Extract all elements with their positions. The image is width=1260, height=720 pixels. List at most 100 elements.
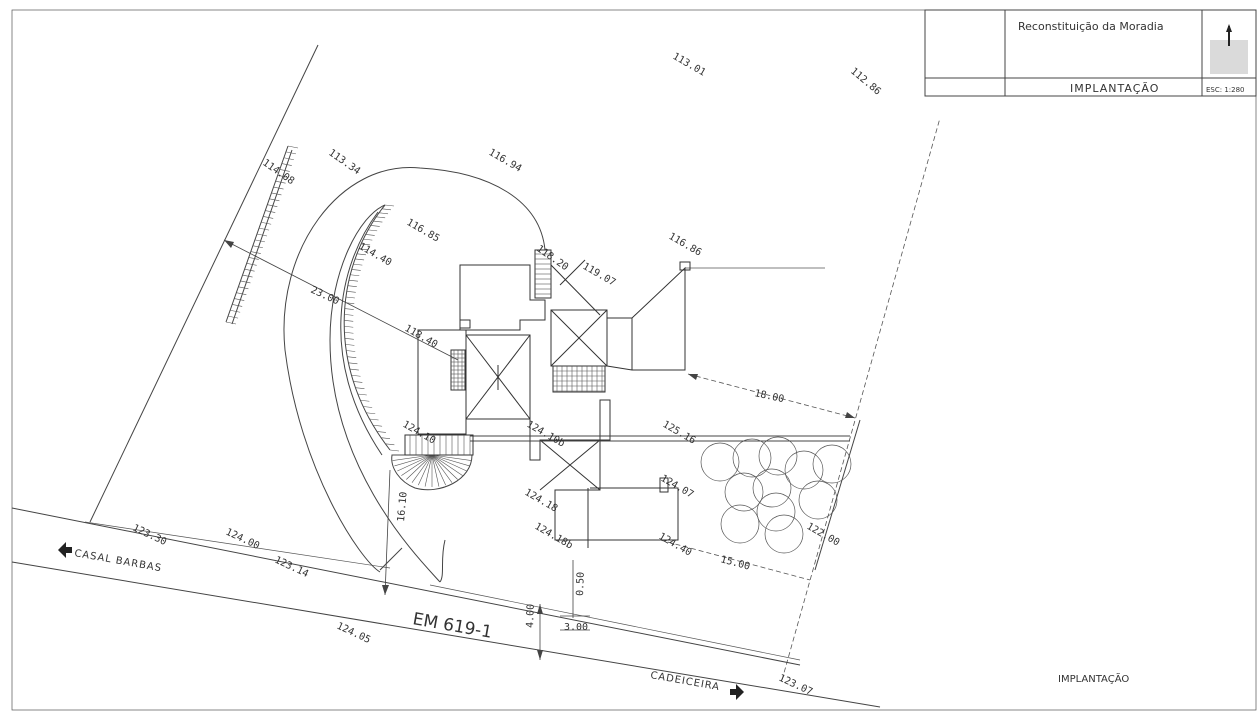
elev-label: 116.85	[405, 217, 442, 245]
wall-hatch-line	[256, 233, 268, 237]
driveway	[283, 167, 546, 583]
wall-hatch-line	[346, 350, 356, 352]
wall-hatch-line	[240, 280, 251, 284]
wall-hatch-line	[344, 308, 354, 310]
wall-hatch-line	[225, 321, 237, 325]
fan-step	[431, 454, 467, 472]
sheet-title: IMPLANTAÇÃO	[1070, 82, 1159, 95]
sheet-border	[11, 9, 1257, 711]
west-hatched-wall	[225, 145, 299, 325]
wall-hatch-line	[254, 239, 265, 243]
elev-label: 116.86	[667, 231, 704, 259]
wall-hatch-line	[348, 279, 358, 282]
wall-hatch-line	[353, 263, 363, 266]
wall-hatch-line	[380, 437, 391, 439]
dimension-label: 18.00	[753, 388, 785, 405]
wall-hatch-line	[385, 443, 395, 446]
tree-canopy	[752, 468, 792, 508]
dimension-16	[382, 469, 391, 596]
arrow-right-icon	[730, 684, 744, 700]
tree-canopy	[724, 472, 764, 512]
wall-hatch-line	[355, 387, 365, 390]
elev-label: 125.16	[661, 419, 698, 447]
elev-label: 116.94	[487, 147, 524, 175]
wall-hatch-line	[230, 309, 241, 313]
tree-canopy	[758, 436, 798, 476]
wall-hatch-line	[275, 180, 286, 184]
wall-hatch-line	[345, 296, 355, 299]
wall-hatch-line	[232, 304, 243, 307]
fan-step	[401, 454, 433, 476]
elev-label: 113.01	[671, 51, 708, 79]
elev-label: 118.40	[403, 323, 440, 351]
dimension-label: 4.00	[525, 604, 537, 628]
arrow-left-icon	[58, 542, 72, 558]
wall-hatch-line	[356, 253, 366, 256]
wall-hatch-line	[360, 399, 370, 402]
fan-step	[392, 454, 433, 461]
wall-hatch-line	[350, 274, 360, 277]
fan-step	[424, 454, 433, 487]
dimension-18	[687, 373, 856, 419]
elev-label: 124.00	[224, 527, 261, 552]
elev-label: 124.18	[523, 487, 560, 515]
wall-hatch-line	[273, 186, 284, 190]
fan-step	[411, 454, 433, 483]
wall-hatch-line	[345, 344, 355, 346]
wall-hatch-line	[271, 192, 282, 196]
elev-label: 123.30	[131, 523, 168, 548]
road	[11, 507, 881, 708]
wall-hatch-line	[344, 314, 354, 316]
wall-hatch-line	[234, 298, 245, 301]
dimension-15	[659, 539, 811, 581]
wall-hatch-line	[242, 274, 253, 278]
wall-hatch-line	[373, 424, 383, 427]
wall-hatch-line	[358, 248, 368, 251]
fan-step	[397, 454, 433, 472]
wall-hatch-line	[355, 258, 365, 261]
wall-hatch-line	[344, 319, 354, 322]
wall-hatch-line	[238, 286, 249, 290]
wall-hatch-line	[277, 175, 288, 178]
wall-hatch-line	[351, 269, 361, 271]
wall-hatch-line	[357, 393, 367, 396]
tree-canopy	[756, 492, 796, 532]
wall-hatch-line	[236, 292, 247, 295]
footer-label: IMPLANTAÇÃO	[1058, 672, 1129, 685]
wall-hatch-line	[347, 356, 357, 358]
dimension-23	[223, 239, 459, 361]
dimension-label: 15.00	[719, 554, 751, 572]
fan-step	[431, 454, 440, 487]
wall-hatch-line	[376, 431, 386, 433]
wall-hatch-line	[261, 221, 272, 225]
west-destination-label: CASAL BARBAS	[73, 548, 162, 574]
dimension-label: 16.10	[396, 491, 410, 522]
elev-label: 124.18b	[533, 521, 575, 552]
wall-hatch-line	[265, 210, 276, 213]
wall-hatch-line	[246, 263, 257, 266]
wall-hatch-line	[283, 157, 294, 161]
wall-hatch-line	[267, 204, 278, 207]
fan-step	[431, 454, 470, 467]
title-block: Reconstituição da Moradia IMPLANTAÇÃO ES…	[924, 9, 1257, 97]
elev-label: 123.07	[777, 673, 814, 698]
north-arrow-icon	[1210, 24, 1248, 74]
wall-hatch-line	[281, 163, 292, 166]
elev-label: 113.34	[326, 147, 362, 177]
tree-canopy	[784, 450, 824, 490]
wall-hatch-line	[369, 418, 379, 421]
tree-canopy	[720, 504, 760, 544]
fan-step	[431, 454, 458, 480]
wall-hatch-line	[378, 212, 389, 215]
east-direction: CADEICEIRA	[649, 670, 744, 700]
wall-hatch-line	[353, 381, 363, 383]
property-boundary	[89, 44, 941, 681]
tree-canopy	[732, 438, 772, 478]
elev-label: 123.14	[273, 555, 310, 580]
tree-canopy	[812, 444, 852, 484]
wall-hatch-line	[384, 204, 395, 207]
elev-label: 124.05	[335, 621, 372, 646]
wall-hatch-line	[344, 331, 354, 334]
wall-hatch-line	[348, 362, 358, 365]
tiled-terrace	[552, 365, 606, 393]
